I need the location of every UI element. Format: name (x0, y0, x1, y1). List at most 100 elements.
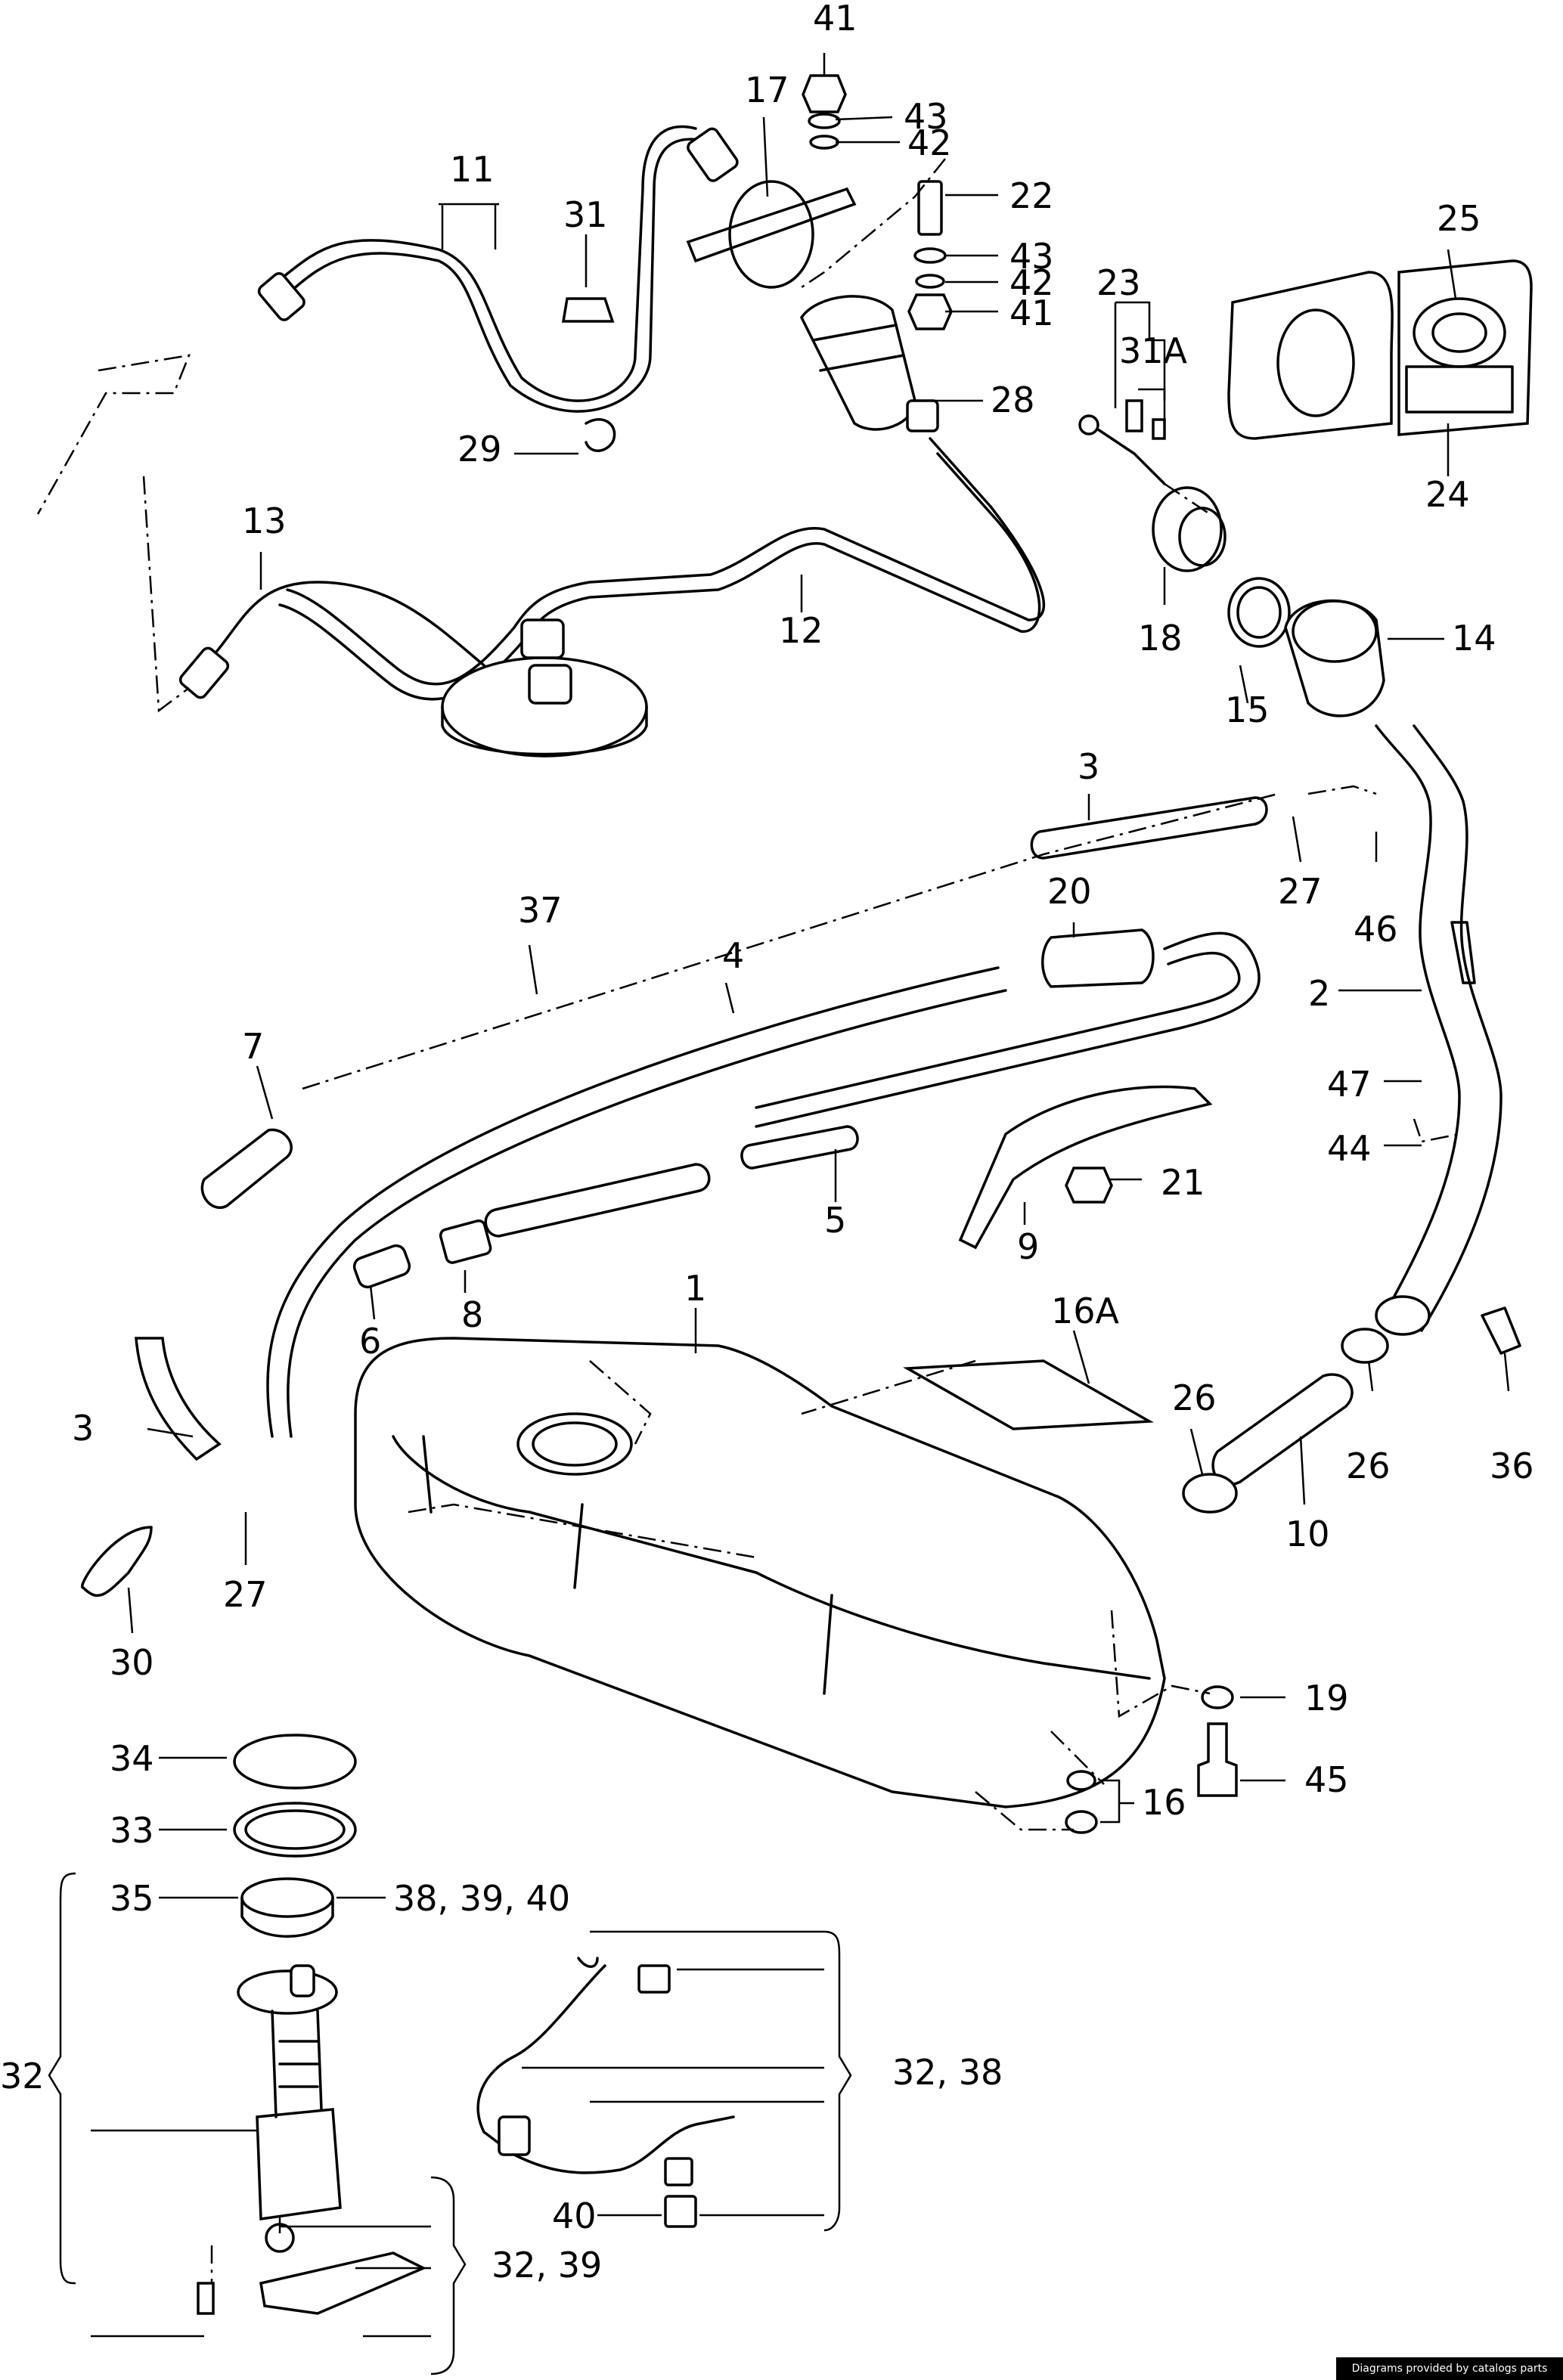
connector-11-left (257, 271, 305, 321)
callout-38-39-40: 38, 39, 40 (393, 1878, 570, 1919)
callout-28: 28 (991, 380, 1035, 420)
nut-21 (1065, 1167, 1113, 1204)
relay-31A-b (1152, 418, 1166, 440)
callout-31A: 31A (1119, 330, 1188, 371)
strap-30 (80, 1526, 153, 1597)
callout-3-lower: 3 (72, 1408, 94, 1449)
callout-11: 11 (450, 149, 495, 190)
callout-32: 32 (0, 2056, 45, 2096)
callout-2: 2 (1308, 973, 1330, 1014)
callout-40: 40 (552, 2196, 597, 2236)
fuel-line-11 (278, 125, 697, 402)
fuel-line-12 (286, 437, 1046, 686)
connector-11-right (687, 127, 739, 182)
callout-36: 36 (1490, 1446, 1534, 1486)
callout-29: 29 (457, 429, 502, 469)
strainer-39 (259, 2251, 427, 2315)
clip-36 (1481, 1306, 1521, 1355)
hose-4 (266, 966, 1000, 1438)
connector-8 (439, 1219, 492, 1264)
filler-housing-14 (1284, 599, 1385, 717)
clamp-26-right (1341, 1328, 1389, 1364)
callout-37: 37 (518, 890, 563, 931)
relay-31A-a (1125, 399, 1143, 432)
label-16A (902, 1359, 1155, 1430)
callout-44: 44 (1327, 1128, 1372, 1169)
hose-5 (484, 1163, 711, 1238)
callout-27-left: 27 (223, 1574, 268, 1615)
callout-24: 24 (1425, 474, 1470, 515)
filler-hose-10 (1211, 1373, 1354, 1486)
callout-3-upper: 3 (1078, 746, 1099, 787)
hose-3-lower (135, 1337, 222, 1461)
callout-43-top: 43 (904, 96, 948, 137)
hose-6 (352, 1244, 411, 1289)
callout-7: 7 (242, 1026, 264, 1067)
fuel-pump-32 (256, 2108, 342, 2221)
callout-30: 30 (110, 1642, 154, 1683)
callout-16A: 16A (1051, 1291, 1120, 1331)
screw-bottom (197, 2282, 215, 2315)
callout-41-right: 41 (1009, 293, 1054, 333)
callout-22: 22 (1009, 175, 1054, 216)
filter-clamp-17 (686, 187, 857, 263)
connector-40-b (664, 2195, 697, 2228)
callout-13: 13 (242, 500, 287, 541)
callout-1: 1 (684, 1268, 706, 1309)
callout-26-left: 26 (1172, 1377, 1217, 1418)
clamp-26-left (1182, 1473, 1238, 1514)
callout-25: 25 (1437, 198, 1481, 239)
callout-12: 12 (779, 610, 823, 651)
callout-32-38: 32, 38 (892, 2052, 1003, 2093)
callout-46: 46 (1354, 909, 1398, 950)
callout-42-top: 42 (907, 122, 952, 163)
nut-41-top (802, 74, 847, 113)
clip-31 (561, 297, 615, 323)
callout-14: 14 (1452, 618, 1496, 659)
callout-43-right: 43 (1009, 236, 1054, 277)
callout-17: 17 (745, 70, 789, 110)
bolt-45 (1197, 1722, 1238, 1797)
clip-29 (585, 418, 616, 452)
ground-strap-23 (1087, 422, 1166, 485)
filler-neck-2 (1375, 724, 1461, 1317)
lock-ring-35 (240, 1877, 334, 1918)
pump-flange (237, 1969, 338, 2015)
callout-20: 20 (1047, 871, 1092, 912)
bolt-22 (917, 180, 943, 236)
washer-16-b (1065, 1810, 1098, 1834)
bracket-9 (958, 1085, 1213, 1250)
callout-4: 4 (722, 935, 744, 976)
hose-7 (200, 1128, 293, 1209)
callout-34: 34 (110, 1738, 154, 1779)
callout-8: 8 (461, 1294, 483, 1335)
connector-40-a (664, 2157, 693, 2186)
callout-47: 47 (1327, 1064, 1372, 1105)
callout-21: 21 (1161, 1162, 1205, 1203)
callout-16: 16 (1142, 1782, 1186, 1823)
callout-33: 33 (110, 1810, 154, 1851)
callout-41-top: 41 (813, 0, 857, 39)
callout-6: 6 (359, 1321, 381, 1362)
callout-26-right: 26 (1346, 1446, 1391, 1486)
callout-32-39: 32, 39 (492, 2245, 602, 2285)
gasket-33 (233, 1802, 357, 1858)
callout-42-right: 42 (1009, 262, 1054, 303)
callout-9: 9 (1017, 1226, 1039, 1267)
callout-15: 15 (1225, 690, 1270, 730)
callout-18: 18 (1138, 618, 1183, 659)
callout-5: 5 (824, 1200, 846, 1241)
callout-23: 23 (1096, 262, 1141, 303)
callout-31: 31 (563, 194, 608, 235)
callout-45: 45 (1304, 1759, 1349, 1800)
washer-16-a (1066, 1770, 1096, 1791)
callout-27-right: 27 (1278, 871, 1323, 912)
gasket-34 (233, 1734, 357, 1790)
callout-35: 35 (110, 1878, 154, 1919)
washer-43-top (808, 113, 841, 129)
callout-19: 19 (1304, 1678, 1349, 1718)
washer-42-top (809, 135, 839, 150)
credit-banner: Diagrams provided by catalogs parts (1336, 2357, 1563, 2380)
washer-19 (1201, 1685, 1234, 1709)
